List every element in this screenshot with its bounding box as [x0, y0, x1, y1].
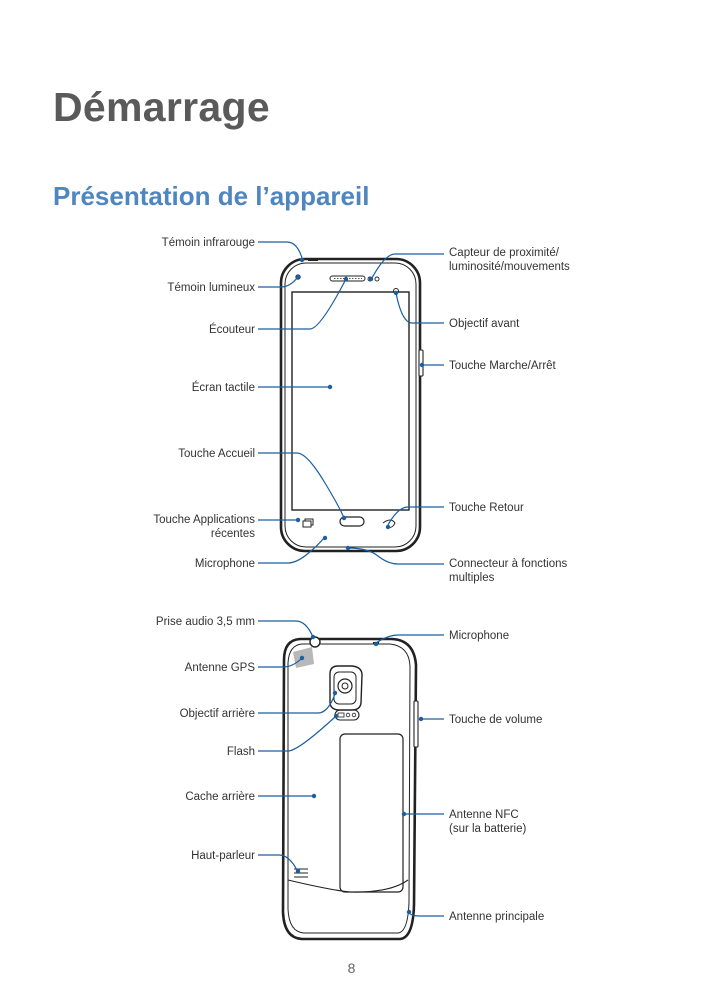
label-objectif-arriere: Objectif arrière [179, 708, 255, 720]
label-cache-arriere: Cache arrière [185, 791, 255, 803]
label-antenne-nfc: Antenne NFC (sur la batterie) [449, 808, 526, 836]
label-touche-applications-line2: récentes [210, 528, 255, 540]
label-touche-applications-line1: Touche Applications [153, 514, 255, 526]
label-touche-accueil: Touche Accueil [178, 448, 255, 460]
page-title: Démarrage [53, 84, 270, 130]
label-antenne-nfc-line1: Antenne NFC [449, 809, 519, 821]
label-microphone-front: Microphone [194, 558, 255, 570]
label-antenne-gps: Antenne GPS [184, 662, 255, 674]
label-connecteur-line2: multiples [449, 572, 495, 584]
back-phone-illustration [281, 636, 419, 941]
label-capteur-line1: Capteur de proximité/ [449, 247, 559, 259]
label-capteur: Capteur de proximité/ luminosité/mouveme… [449, 246, 570, 274]
label-touche-retour: Touche Retour [449, 502, 524, 514]
page-number: 8 [347, 960, 356, 976]
label-capteur-line2: luminosité/mouvements [449, 261, 570, 273]
label-temoin-lumineux: Témoin lumineux [167, 282, 255, 294]
front-phone-illustration [279, 257, 424, 553]
label-prise-audio: Prise audio 3,5 mm [155, 616, 255, 628]
label-antenne-nfc-line2: (sur la batterie) [449, 823, 527, 835]
label-ecouteur: Écouteur [208, 324, 255, 336]
section-title: Présentation de l’appareil [53, 181, 370, 211]
label-flash: Flash [226, 746, 255, 758]
label-ecran-tactile: Écran tactile [191, 382, 255, 394]
label-connecteur: Connecteur à fonctions multiples [449, 557, 567, 585]
label-objectif-avant: Objectif avant [449, 318, 520, 330]
label-antenne-principale: Antenne principale [449, 911, 545, 923]
label-connecteur-line1: Connecteur à fonctions [449, 558, 568, 570]
label-touche-volume: Touche de volume [449, 714, 543, 726]
label-temoin-infrarouge: Témoin infrarouge [161, 237, 255, 249]
label-haut-parleur: Haut-parleur [191, 850, 255, 862]
label-microphone-back: Microphone [449, 630, 510, 642]
label-touche-applications: Touche Applications récentes [55, 513, 255, 541]
label-touche-marche: Touche Marche/Arrêt [449, 360, 556, 372]
